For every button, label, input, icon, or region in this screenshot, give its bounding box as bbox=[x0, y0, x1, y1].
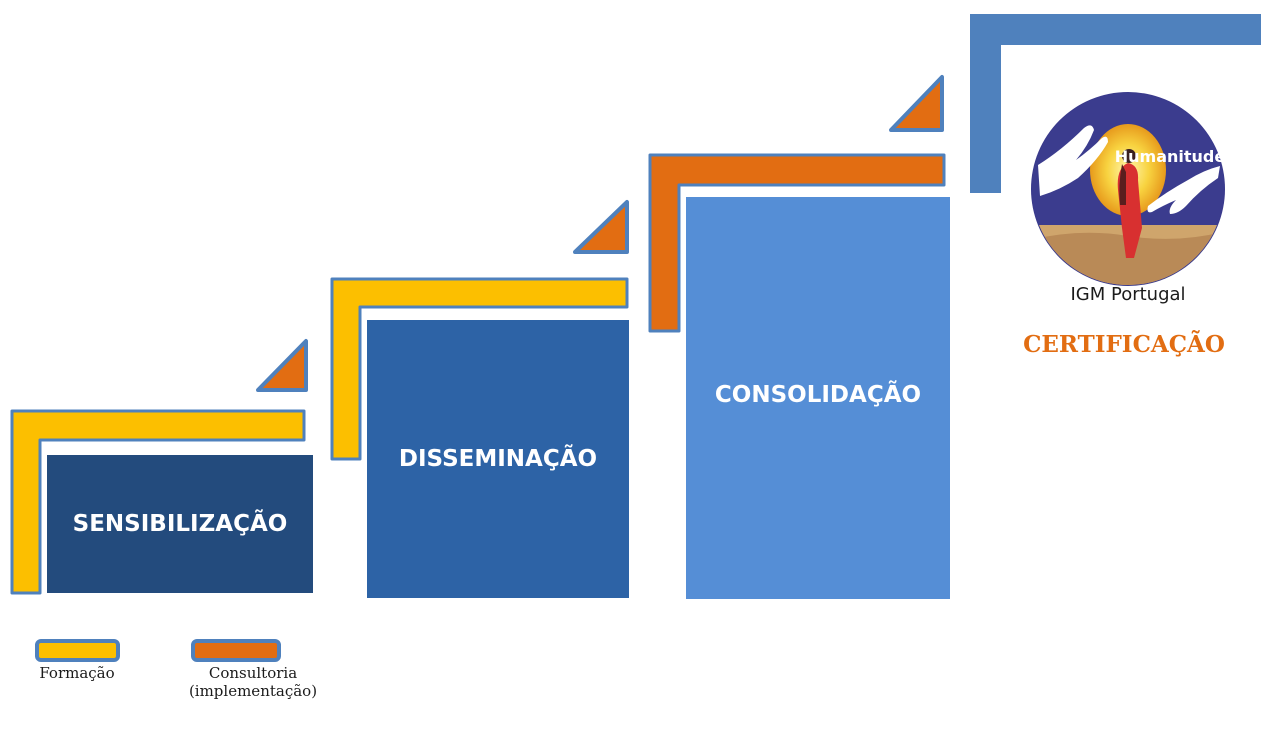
legend-swatch-formacao bbox=[35, 639, 120, 662]
legend-consultoria-line1: Consultoria bbox=[208, 664, 298, 682]
step-disseminacao: DISSEMINAÇÃO bbox=[367, 320, 629, 598]
step-3-consultoria-bracket bbox=[648, 153, 946, 333]
logo-top-text: Humanitude bbox=[1115, 147, 1226, 166]
legend-label-formacao: Formação bbox=[17, 664, 137, 682]
step-2-consultoria-triangle bbox=[573, 200, 629, 254]
step-1-label: SENSIBILIZAÇÃO bbox=[72, 511, 288, 537]
step-1-consultoria-triangle bbox=[256, 339, 308, 392]
legend-consultoria-line2: (implementação) bbox=[188, 682, 318, 700]
step-consolidacao: CONSOLIDAÇÃO bbox=[686, 197, 950, 599]
humanitude-logo-icon: Humanitude IGM Portugal bbox=[1031, 92, 1226, 305]
certification-frame bbox=[970, 14, 1261, 193]
step-3-consultoria-triangle bbox=[889, 75, 944, 132]
step-1-formacao-bracket bbox=[10, 409, 306, 595]
step-2-label: DISSEMINAÇÃO bbox=[398, 446, 598, 472]
step-sensibilizacao: SENSIBILIZAÇÃO bbox=[47, 455, 313, 593]
certification-label: CERTIFICAÇÃO bbox=[1023, 331, 1225, 358]
legend-swatch-consultoria bbox=[191, 639, 281, 662]
step-2-formacao-bracket bbox=[330, 277, 629, 461]
legend-label-consultoria: Consultoria (implementação) bbox=[163, 664, 343, 700]
step-3-label: CONSOLIDAÇÃO bbox=[714, 382, 922, 408]
logo-bottom-text: IGM Portugal bbox=[1070, 284, 1185, 305]
legend-formacao-text: Formação bbox=[39, 664, 115, 682]
